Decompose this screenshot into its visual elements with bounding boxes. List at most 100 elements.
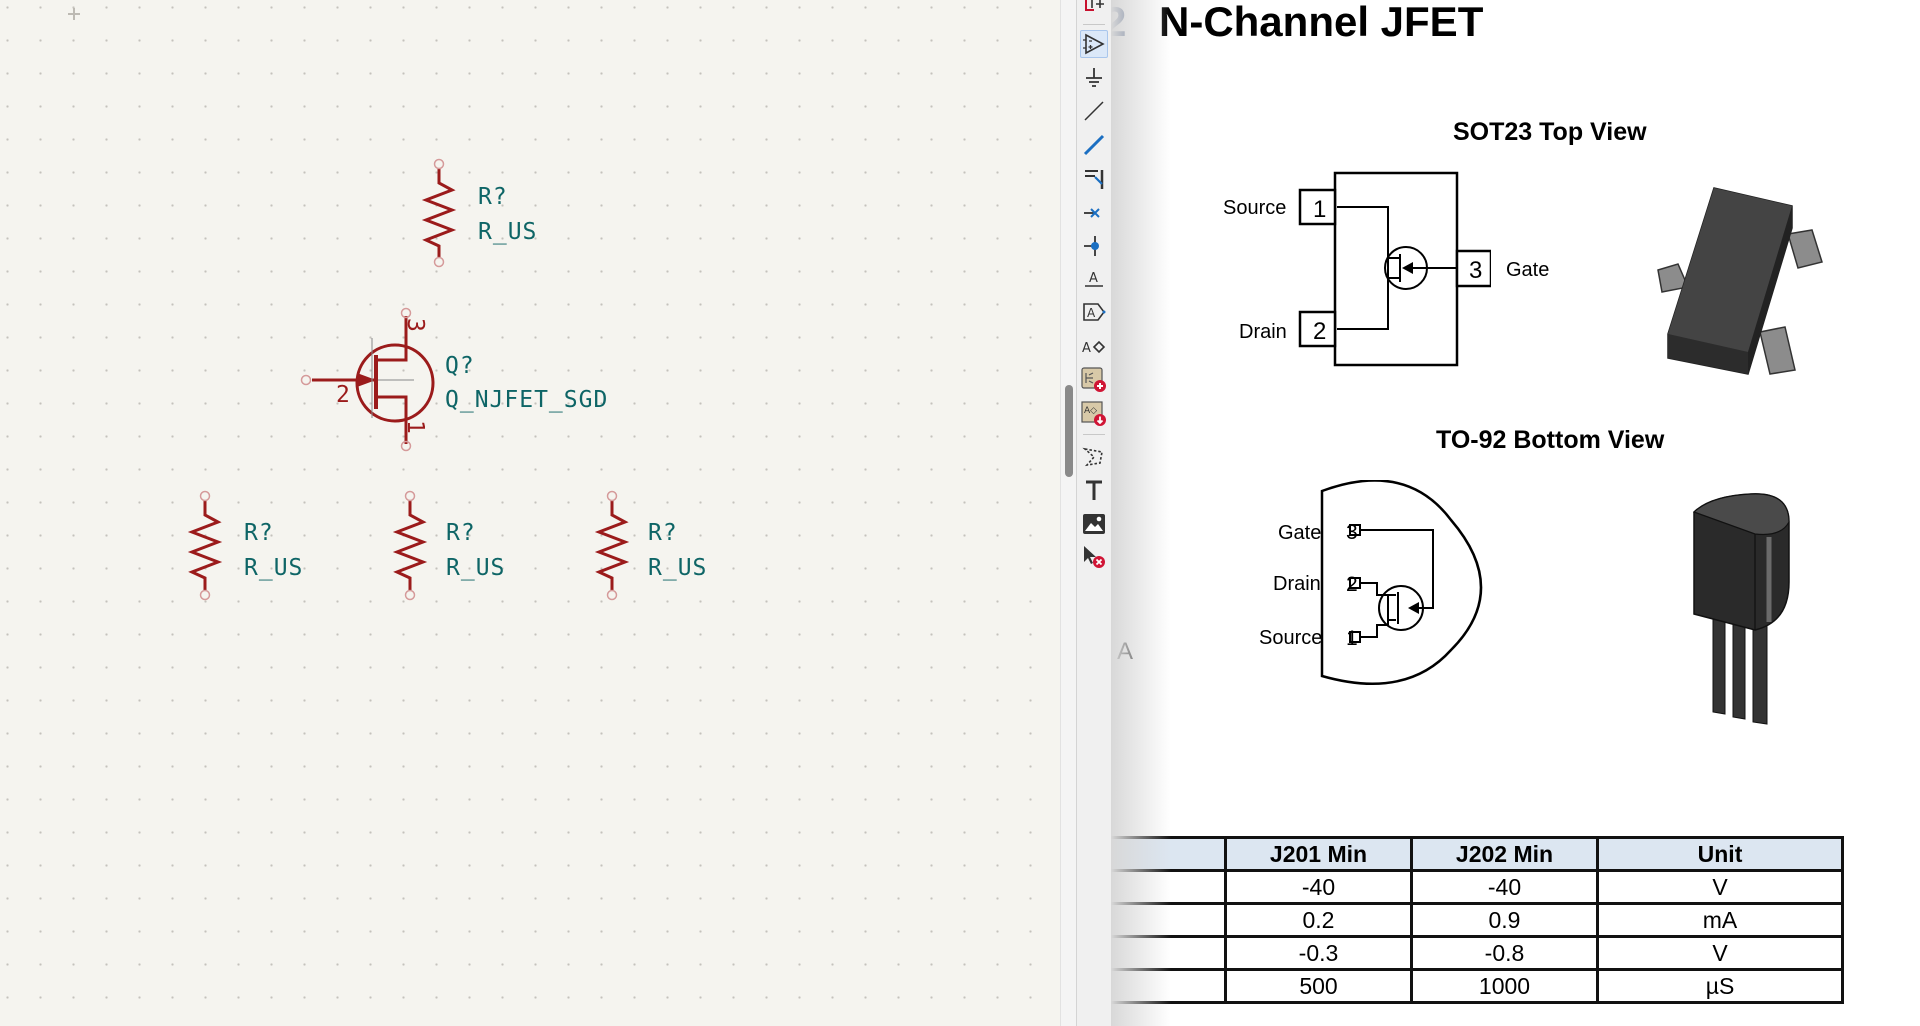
reference-label[interactable]: R? xyxy=(446,520,476,546)
add-net-label-button[interactable]: A xyxy=(1080,264,1108,292)
pin-endpoint xyxy=(433,256,445,268)
table-header: J201 Min xyxy=(1224,836,1413,872)
net-label-icon: A xyxy=(1085,271,1103,287)
ground-button[interactable] xyxy=(1080,64,1108,92)
table-cell xyxy=(1111,935,1227,971)
pin-endpoint xyxy=(433,158,445,170)
delete-items-button[interactable] xyxy=(1080,543,1108,571)
clipped-text-fragment: A xyxy=(1117,638,1134,665)
reference-label[interactable]: R? xyxy=(478,184,508,210)
add-global-label-button[interactable]: A xyxy=(1080,298,1108,326)
schematic-canvas[interactable]: 3 2 1 R? R_US Q? Q_NJFET_SGD R? R_US R? … xyxy=(0,0,1060,1026)
value-label[interactable]: R_US xyxy=(648,555,708,581)
ground-icon xyxy=(1086,68,1102,87)
table-cell: mA xyxy=(1596,902,1844,938)
value-label[interactable]: R_US xyxy=(478,219,538,245)
sot23-pin-label: Drain xyxy=(1239,321,1287,343)
origin-marker xyxy=(68,8,80,20)
table-row: 0.2 0.9 mA xyxy=(1111,902,1844,938)
resistor-symbol[interactable] xyxy=(594,490,630,601)
draw-shape-icon xyxy=(1082,447,1103,467)
add-symbol-button[interactable] xyxy=(1080,0,1108,22)
table-header: J202 Min xyxy=(1410,836,1599,872)
sot23-pin-number: 3 xyxy=(1469,257,1483,284)
table-cell: 0.2 xyxy=(1224,902,1413,938)
to92-pinout-diagram xyxy=(1320,480,1483,686)
value-label[interactable]: R_US xyxy=(244,555,304,581)
table-cell: -40 xyxy=(1410,869,1599,905)
reference-label[interactable]: Q? xyxy=(445,353,475,379)
scrollbar-thumb[interactable] xyxy=(1065,385,1073,477)
table-row: -40 -40 V xyxy=(1111,869,1844,905)
resistor-symbol[interactable] xyxy=(392,490,428,601)
table-cell xyxy=(1111,968,1227,1004)
svg-text:A: A xyxy=(1089,271,1098,286)
global-label-icon: A xyxy=(1083,303,1106,321)
add-text-button[interactable] xyxy=(1080,476,1108,504)
jfet-symbol[interactable] xyxy=(300,307,435,452)
no-connect-icon xyxy=(1084,208,1100,218)
drawing-toolbar: A A A A◇ xyxy=(1076,0,1112,1026)
reference-label[interactable]: R? xyxy=(648,520,678,546)
table-cell: -0.3 xyxy=(1224,935,1413,971)
pin-endpoint xyxy=(400,307,412,319)
pin-endpoint xyxy=(300,374,312,386)
hier-label-icon: A xyxy=(1082,340,1106,356)
table-cell: 0.9 xyxy=(1410,902,1599,938)
to92-pin-number: 1 xyxy=(1346,627,1358,650)
svg-text:A: A xyxy=(1082,341,1091,356)
add-symbol-icon xyxy=(1085,0,1104,11)
sot23-pin-label: Gate xyxy=(1506,259,1550,281)
table-cell: V xyxy=(1596,935,1844,971)
add-junction-button[interactable] xyxy=(1080,232,1108,260)
table-cell: V xyxy=(1596,869,1844,905)
add-sheet-button[interactable] xyxy=(1080,366,1108,394)
to92-pin-label: Source xyxy=(1259,627,1323,649)
resistor-symbol[interactable] xyxy=(187,490,223,601)
table-header xyxy=(1111,836,1227,872)
draw-line-button[interactable] xyxy=(1080,97,1108,125)
sot23-pin-label: Source xyxy=(1223,197,1287,219)
table-cell: -40 xyxy=(1224,869,1413,905)
table-cell: 500 xyxy=(1224,968,1413,1004)
pin-number-drain: 3 xyxy=(402,318,428,333)
reference-label[interactable]: R? xyxy=(244,520,274,546)
resistor-symbol[interactable] xyxy=(421,158,457,268)
import-sheet-pin-button[interactable]: A◇ xyxy=(1080,400,1108,428)
section-number: 2 xyxy=(1111,0,1127,45)
value-label[interactable]: R_US xyxy=(446,555,506,581)
table-cell xyxy=(1111,869,1227,905)
junction-icon xyxy=(1084,236,1099,256)
to92-pin-label: Drain xyxy=(1273,573,1321,595)
table-cell: -0.8 xyxy=(1410,935,1599,971)
svg-text:A◇: A◇ xyxy=(1084,406,1097,416)
add-hier-label-button[interactable]: A xyxy=(1080,333,1108,361)
svg-text:A: A xyxy=(1087,306,1096,320)
add-power-button[interactable] xyxy=(1080,30,1108,58)
add-image-button[interactable] xyxy=(1080,510,1108,538)
image-icon xyxy=(1083,514,1105,534)
sot23-package-render xyxy=(1657,187,1823,375)
schematic-drawing xyxy=(68,8,630,601)
text-icon xyxy=(1086,480,1102,500)
add-bus-entry-button[interactable] xyxy=(1080,165,1108,193)
wire-icon xyxy=(1083,134,1105,156)
to92-package-render xyxy=(1692,493,1790,725)
add-power-icon xyxy=(1083,33,1105,55)
to92-pin-number: 2 xyxy=(1346,573,1358,596)
value-label[interactable]: Q_NJFET_SGD xyxy=(445,387,609,413)
canvas-vertical-scrollbar[interactable] xyxy=(1060,0,1077,1026)
draw-shapes-button[interactable] xyxy=(1080,442,1108,470)
datasheet-viewer[interactable]: 2 N-Channel JFET SOT23 Top View 1 2 3 So… xyxy=(1111,0,1920,1026)
no-connect-button[interactable] xyxy=(1080,199,1108,227)
bus-entry-icon xyxy=(1085,170,1104,189)
delete-tool-icon xyxy=(1084,546,1105,568)
pin-number-source: 1 xyxy=(402,420,428,435)
table-header: Unit xyxy=(1596,836,1844,872)
add-wire-button[interactable] xyxy=(1080,131,1108,159)
table-cell xyxy=(1111,902,1227,938)
add-sheet-icon xyxy=(1081,367,1106,392)
table-cell: 1000 xyxy=(1410,968,1599,1004)
table-header-row: J201 Min J202 Min Unit xyxy=(1111,836,1844,872)
sot23-pinout-diagram xyxy=(1298,171,1491,367)
